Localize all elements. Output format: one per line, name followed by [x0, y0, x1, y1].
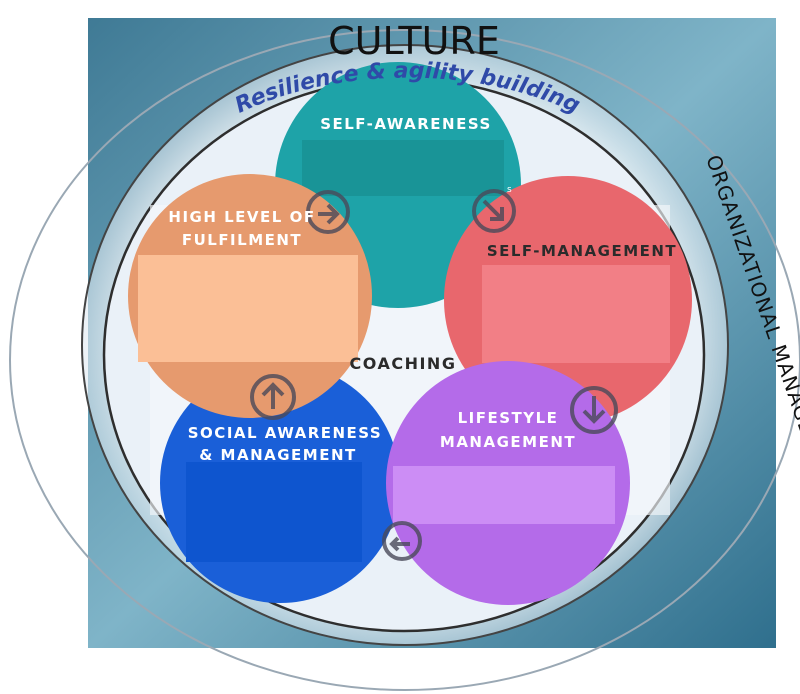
label-lifestyle-line-1: LIFESTYLE	[458, 409, 559, 427]
social-awareness-box	[186, 462, 362, 562]
culture-title: CULTURE	[328, 19, 500, 63]
culture-ring	[9, 29, 800, 691]
lifestyle-box	[393, 466, 615, 524]
arrow-down-circle-icon	[570, 386, 618, 434]
label-social-line-1: SOCIAL AWARENESS	[188, 424, 382, 442]
label-self-awareness: SELF-AWARENESS	[320, 115, 492, 133]
self-management-box	[482, 265, 670, 363]
stray-mark: s	[507, 185, 512, 195]
arrow-right-circle-icon	[306, 190, 350, 234]
arrow-left-circle-icon	[382, 521, 422, 561]
arrow-down-right-circle-icon	[472, 189, 516, 233]
self-awareness-box	[302, 140, 504, 196]
label-self-management: SELF-MANAGEMENT	[487, 242, 677, 260]
label-social-line-2: & MANAGEMENT	[199, 446, 357, 464]
circle-lifestyle-management	[386, 361, 630, 605]
center-label: COACHING	[350, 354, 457, 373]
arrow-up-circle-icon	[250, 374, 296, 420]
fulfilment-box	[138, 255, 358, 362]
label-lifestyle-line-2: MANAGEMENT	[440, 433, 576, 451]
circle-social-awareness	[160, 363, 400, 603]
label-fulfilment-line-1: HIGH LEVEL OF	[168, 208, 315, 226]
circle-fulfilment	[128, 174, 372, 418]
label-fulfilment-line-2: FULFILMENT	[182, 231, 302, 249]
